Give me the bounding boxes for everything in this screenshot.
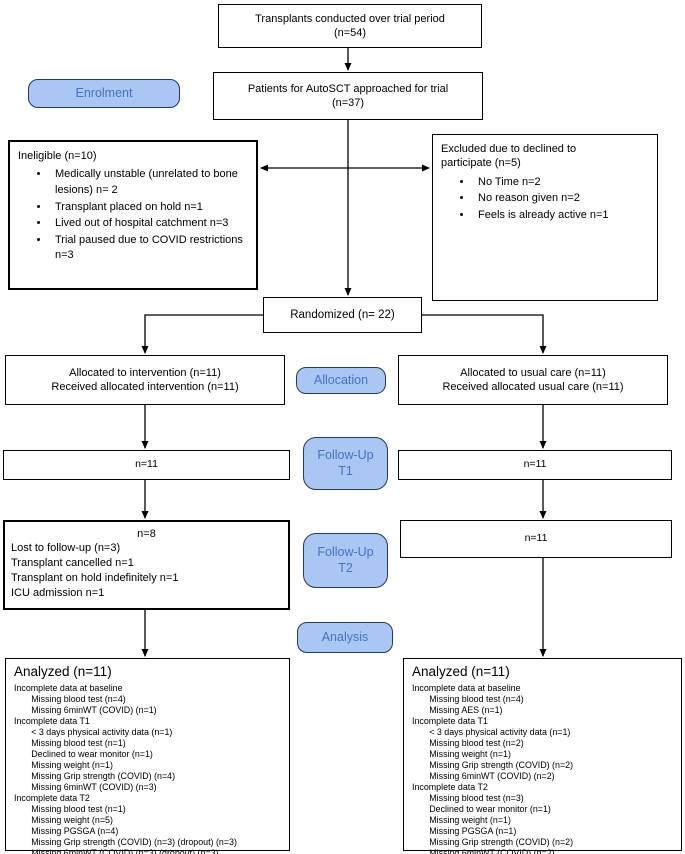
box-allocated-usualcare: Allocated to usual care (n=11) Received … xyxy=(398,355,668,405)
analyzed-detail-line: Declined to wear monitor (n=1) xyxy=(14,748,153,759)
analyzed-detail-line: Missing AES (n=1) xyxy=(412,704,503,715)
analyzed-detail-line: Missing weight (n=1) xyxy=(412,814,511,825)
analyzed-detail-line: Missing weight (n=1) xyxy=(412,748,511,759)
box-t1-intervention-text: n=11 xyxy=(135,458,158,471)
box-t1-usualcare-text: n=11 xyxy=(523,458,547,471)
box-t1-usualcare: n=11 xyxy=(398,450,672,480)
ineligible-reason-item: Transplant placed on hold n=1 xyxy=(50,200,248,216)
analyzed-detail-line: Missing 6minWT (COVID) (n=2) xyxy=(412,770,555,781)
stage-label-analysis: Analysis xyxy=(297,622,393,653)
connector-randomized-to-intervention xyxy=(141,314,263,354)
box-analyzed-usualcare-title: Analyzed (n=11) xyxy=(412,664,510,679)
analyzed-detail-line: Missing Grip strength (COVID) (n=4) xyxy=(14,770,176,781)
box-ineligible: Ineligible (n=10) Medically unstable (un… xyxy=(8,140,258,290)
box-excluded: Excluded due to declined to participate … xyxy=(432,134,658,301)
analyzed-intervention-detail-list: Incomplete data at baseline Missing bloo… xyxy=(14,683,281,854)
box-transplants: Transplants conducted over trial period … xyxy=(218,4,482,48)
analyzed-detail-line: Missing blood test (n=4) xyxy=(412,693,524,704)
box-t2-intervention: n=8 Lost to follow-up (n=3) Transplant ca… xyxy=(3,520,290,610)
analyzed-detail-line: Missing blood test (n=4) xyxy=(14,693,126,704)
analyzed-detail-line: Incomplete data at baseline xyxy=(412,682,521,693)
box-t2-usualcare: n=11 xyxy=(400,520,672,558)
analyzed-detail-line: Missing 6minWT (COVID) (n=3) xyxy=(14,781,157,792)
box-randomized: Randomized (n= 22) xyxy=(263,297,422,333)
t2-dropout-item: Lost to follow-up (n=3) xyxy=(11,542,121,555)
box-analyzed-intervention-title: Analyzed (n=11) xyxy=(14,664,112,679)
box-allocated-intervention: Allocated to intervention (n=11) Receive… xyxy=(5,355,285,405)
analyzed-detail-line: Declined to wear monitor (n=1) xyxy=(412,803,551,814)
stage-label-allocation: Allocation xyxy=(296,367,386,394)
analyzed-detail-line: Missing blood test (n=1) xyxy=(14,803,126,814)
box-allocated-usualcare-text: Allocated to usual care (n=11) Received … xyxy=(442,366,624,393)
excluded-reason-item: No reason given n=2 xyxy=(473,191,649,207)
analyzed-detail-line: Missing 6minWT (COVID) (n=3) (dropout) (… xyxy=(14,848,219,854)
box-excluded-title: Excluded due to declined to participate … xyxy=(441,143,577,170)
analyzed-detail-line: Missing weight (n=1) xyxy=(14,759,113,770)
excluded-reason-list: No Time n=2No reason given n=2Feels is a… xyxy=(441,175,649,224)
analyzed-detail-line: Missing PGSGA (n=4) xyxy=(14,825,119,836)
box-allocated-intervention-text: Allocated to intervention (n=11) Receive… xyxy=(51,366,239,393)
analyzed-detail-line: < 3 days physical activity data (n=1) xyxy=(412,726,571,737)
analyzed-detail-line: Incomplete data at baseline xyxy=(14,682,123,693)
excluded-reason-item: No Time n=2 xyxy=(473,175,649,191)
box-transplants-text: Transplants conducted over trial period … xyxy=(255,12,445,39)
box-analyzed-usualcare: Analyzed (n=11) Incomplete data at basel… xyxy=(403,658,682,854)
analyzed-detail-line: Missing 6minWT (COVID) (n=1) xyxy=(14,704,157,715)
analyzed-detail-line: < 3 days physical activity data (n=1) xyxy=(14,726,173,737)
t2-dropout-item: ICU admission n=1 xyxy=(11,586,105,599)
analyzed-detail-line: Missing Grip strength (COVID) (n=2) xyxy=(412,836,574,847)
box-randomized-text: Randomized (n= 22) xyxy=(290,308,395,321)
analyzed-detail-line: Incomplete data T1 xyxy=(412,715,488,726)
analyzed-detail-line: Missing blood test (n=2) xyxy=(412,737,524,748)
analyzed-detail-line: Missing blood test (n=3) xyxy=(412,792,524,803)
analyzed-detail-line: Incomplete data T1 xyxy=(14,715,90,726)
analyzed-detail-line: Missing weight (n=5) xyxy=(14,814,113,825)
ineligible-reason-list: Medically unstable (unrelated to bone le… xyxy=(18,167,248,264)
box-t1-intervention: n=11 xyxy=(3,450,290,480)
stage-label-enrolment: Enrolment xyxy=(28,79,180,108)
ineligible-reason-item: Medically unstable (unrelated to bone le… xyxy=(50,167,248,198)
excluded-reason-item: Feels is already active n=1 xyxy=(473,208,649,224)
ineligible-reason-item: Trial paused due to COVID restrictions n… xyxy=(50,233,248,264)
box-ineligible-title: Ineligible (n=10) xyxy=(18,150,97,162)
ineligible-reason-item: Lived out of hospital catchment n=3 xyxy=(50,216,248,232)
connector-randomized-to-usualcare xyxy=(422,314,547,354)
analyzed-detail-line: Missing blood test (n=1) xyxy=(14,737,126,748)
t2-dropout-list: Lost to follow-up (n=3) Transplant cancel… xyxy=(11,541,282,600)
analyzed-detail-line: Missing 6minWT (COVID) (n=2) xyxy=(412,848,555,854)
stage-label-followup-t2: Follow-Up T2 xyxy=(303,533,388,588)
box-analyzed-intervention: Analyzed (n=11) Incomplete data at basel… xyxy=(5,658,290,854)
box-patients-approached-text: Patients for AutoSCT approached for tria… xyxy=(247,82,449,109)
stage-label-followup-t1: Follow-Up T1 xyxy=(303,437,388,490)
t2-dropout-item: Transplant cancelled n=1 xyxy=(11,557,134,570)
analyzed-detail-line: Missing Grip strength (COVID) (n=3) (dro… xyxy=(14,836,237,847)
analyzed-detail-line: Incomplete data T2 xyxy=(412,781,488,792)
analyzed-detail-line: Missing Grip strength (COVID) (n=2) xyxy=(412,759,574,770)
analyzed-usualcare-detail-list: Incomplete data at baseline Missing bloo… xyxy=(412,683,673,854)
t2-dropout-item: Transplant on hold indefinitely n=1 xyxy=(11,571,179,584)
analyzed-detail-line: Missing PGSGA (n=1) xyxy=(412,825,517,836)
box-t2-usualcare-text: n=11 xyxy=(524,532,548,545)
box-t2-intervention-count: n=8 xyxy=(137,528,156,540)
box-patients-approached: Patients for AutoSCT approached for tria… xyxy=(213,72,483,120)
analyzed-detail-line: Incomplete data T2 xyxy=(14,792,90,803)
